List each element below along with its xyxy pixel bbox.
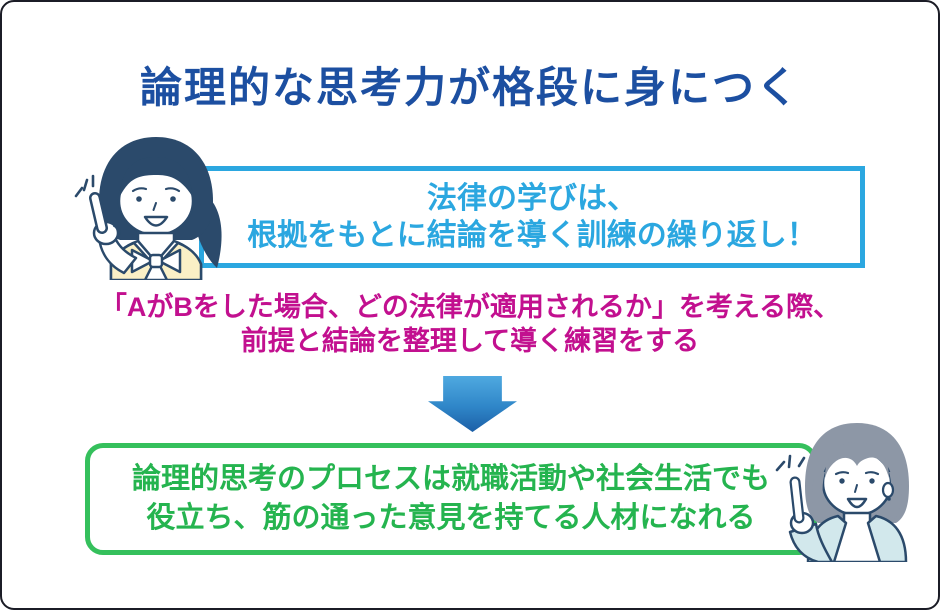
premise-box: 法律の学びは、 根拠をもとに結論を導く訓練の繰り返し！: [199, 166, 865, 268]
page-title: 論理的な思考力が格段に身につく: [139, 64, 800, 111]
pointing-woman-ponytail-icon: [74, 137, 222, 280]
conclusion-line-1: 論理的思考のプロセスは就職活動や社会生活でも: [131, 463, 770, 495]
motion-lines-icon: [74, 174, 95, 198]
conclusion-box: 論理的思考のプロセスは就職活動や社会生活でも 役立ち、筋の通った意見を持てる人材…: [85, 443, 817, 555]
premise-line-1: 法律の学びは、: [427, 182, 637, 215]
example-note: 「AがBをした場合、どの法律が適用されるか」を考える際、 前提と結論を整理して導…: [2, 290, 938, 358]
motion-lines-icon: [775, 454, 806, 472]
conclusion-line-2: 役立ち、筋の通った意見を持てる人材になれる: [146, 502, 756, 534]
example-line-2: 前提と結論を整理して導く練習をする: [240, 326, 700, 356]
down-arrow-icon: [428, 376, 517, 432]
example-line-1: 「AがBをした場合、どの法律が適用されるか」を考える際、: [99, 292, 841, 322]
premise-line-2: 根拠をもとに結論を導く訓練の繰り返し！: [247, 219, 817, 252]
pointing-woman-gray-bob-icon: [775, 423, 909, 562]
